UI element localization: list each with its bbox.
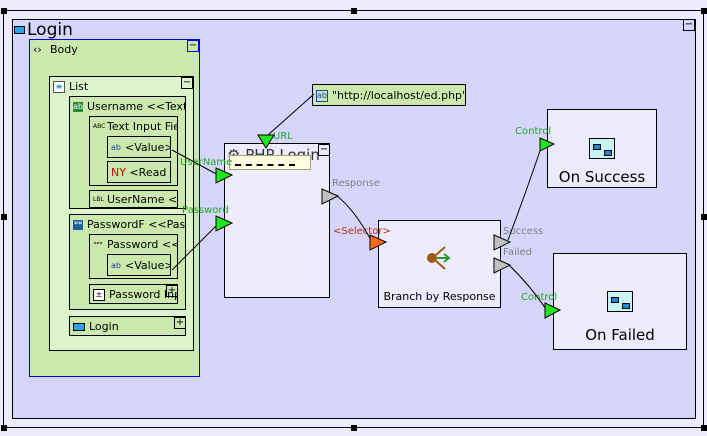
password-value-slot[interactable]: ab <Value>	[107, 254, 171, 276]
branch-icon	[427, 246, 451, 270]
wire-failed	[507, 263, 549, 313]
page-title: Login	[14, 20, 73, 40]
on-success-node[interactable]: On Success	[547, 109, 657, 188]
password-expand-button[interactable]: +	[166, 285, 177, 297]
wire-url	[267, 93, 315, 136]
port-label-control-failed: Control	[521, 292, 558, 303]
on-failed-title: On Failed	[585, 326, 655, 344]
value-icon: ab	[111, 143, 121, 152]
tooltip	[229, 155, 311, 170]
list-title: List	[69, 80, 89, 93]
php-login-collapse-button[interactable]: −	[318, 144, 330, 156]
port-label-password: Password	[182, 205, 229, 216]
resize-handle[interactable]	[351, 8, 357, 14]
value-label: <Value>	[125, 259, 171, 272]
text-input-title: Text Input Fiel	[107, 120, 178, 133]
ny-icon: NY	[111, 166, 126, 179]
password-input-item[interactable]: ± Password Inpu +	[89, 284, 178, 304]
url-constant-node[interactable]: ab "http://localhost/ed.php"	[312, 84, 468, 106]
login-button-label: Login	[89, 320, 119, 333]
url-value: "http://localhost/ed.php"	[332, 89, 468, 102]
php-login-node[interactable]: ⚙ PHP Login −	[224, 143, 330, 298]
login-button-item[interactable]: Login +	[69, 316, 186, 336]
password-icon: ***	[93, 241, 103, 248]
resize-handle[interactable]	[701, 425, 707, 431]
resize-handle[interactable]	[701, 214, 707, 220]
resize-handle[interactable]	[1, 214, 7, 220]
wire-success	[507, 144, 543, 241]
value-icon: ab	[111, 261, 121, 270]
port-control-failed[interactable]	[544, 302, 562, 319]
port-failed[interactable]	[493, 257, 512, 274]
username-label-text: UserName <<L	[107, 193, 178, 206]
list-icon: ≡	[53, 81, 65, 93]
subprocess-icon	[607, 291, 633, 312]
branch-title: Branch by Response	[383, 290, 496, 303]
tag-brackets-icon: ‹›	[33, 43, 42, 56]
port-success[interactable]	[493, 234, 512, 251]
label-icon: LBL	[93, 196, 104, 203]
port-control-success[interactable]	[539, 137, 556, 152]
wire-username	[171, 149, 221, 177]
list-collapse-button[interactable]: −	[181, 77, 193, 89]
resize-handle[interactable]	[1, 8, 7, 14]
password-field[interactable]: ** PasswordF <<Passw *** Password <<T ab <V…	[69, 214, 186, 310]
passwordfield-icon: **	[73, 220, 83, 230]
wire-password	[171, 221, 221, 271]
port-password[interactable]	[215, 215, 234, 232]
page-icon	[14, 26, 25, 34]
page-title-text: Login	[27, 20, 73, 40]
textfield-icon: ab	[73, 102, 83, 112]
resize-handle[interactable]	[351, 425, 357, 431]
body-collapse-button[interactable]: −	[187, 40, 199, 52]
username-value-slot[interactable]: ab <Value>	[107, 136, 171, 158]
value-label: <Value>	[125, 141, 171, 154]
wire-response-selector	[335, 194, 373, 243]
port-label-control-success: Control	[515, 126, 552, 137]
page-collapse-button[interactable]: −	[683, 19, 695, 31]
password-input[interactable]: *** Password <<T ab <Value>	[89, 234, 178, 279]
password-field-title: PasswordF <<Passw	[87, 218, 186, 231]
button-icon	[73, 323, 85, 331]
form-icon: ±	[93, 289, 105, 301]
username-field-title: Username <<TextFi	[87, 100, 186, 113]
port-url[interactable]	[257, 134, 275, 149]
resize-handle[interactable]	[701, 8, 707, 14]
port-label-username: UserName	[180, 157, 233, 168]
body-panel-title: Body	[50, 43, 78, 56]
string-icon: ab	[316, 90, 328, 102]
port-label-url: URL	[273, 131, 293, 142]
port-label-response: Response	[332, 178, 381, 189]
readonly-slot[interactable]: NY <Read O	[107, 161, 171, 183]
login-expand-button[interactable]: +	[174, 317, 185, 329]
abc-icon: ABC	[93, 123, 106, 130]
readonly-label: <Read O	[129, 166, 170, 179]
resize-handle[interactable]	[1, 425, 7, 431]
port-username[interactable]	[215, 167, 234, 184]
password-input-text: Password Inpu	[109, 288, 177, 301]
port-label-selector: <Selector>	[333, 226, 391, 237]
port-response[interactable]	[321, 188, 340, 205]
port-label-failed: Failed	[503, 247, 533, 258]
on-failed-node[interactable]: On Failed	[553, 253, 687, 350]
port-label-success: Success	[503, 226, 544, 237]
port-selector[interactable]	[369, 234, 388, 251]
on-success-title: On Success	[558, 168, 646, 186]
body-panel[interactable]: ‹› Body − ≡ List − ab Username <<TextFi AB…	[29, 39, 200, 377]
password-title: Password <<T	[107, 238, 177, 251]
subprocess-icon	[589, 138, 615, 159]
